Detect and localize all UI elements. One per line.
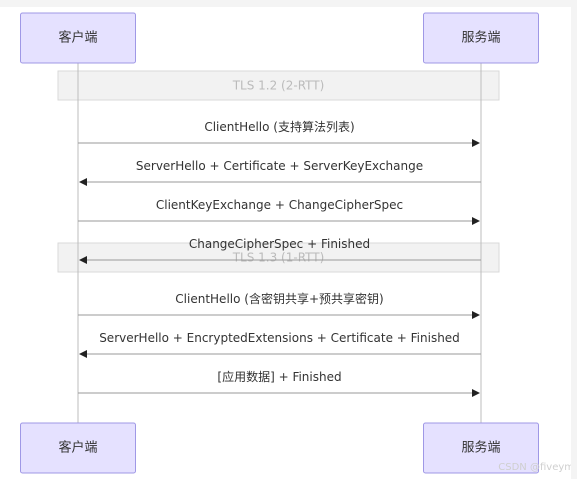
message-arrowhead [472, 311, 480, 319]
phase-label-1: TLS 1.2 (2-RTT) [232, 79, 325, 93]
client-actor-top [20, 12, 136, 64]
server-actor-top [423, 12, 539, 64]
message-arrowhead [79, 178, 87, 186]
message-label: ChangeCipherSpec + Finished [189, 237, 370, 251]
phase-box-1 [57, 70, 500, 101]
phase-box-2 [57, 242, 500, 273]
right-border-strip [571, 0, 577, 479]
client-actor-label-top: 客户端 [58, 30, 97, 46]
client-actor-bottom [20, 422, 136, 474]
message-arrowhead [472, 389, 480, 397]
top-border-strip [0, 0, 577, 7]
message-label: ClientKeyExchange + ChangeCipherSpec [156, 198, 403, 212]
server-actor-label-bottom: 服务端 [461, 440, 500, 456]
message-label: ServerHello + Certificate + ServerKeyExc… [136, 159, 423, 173]
client-actor-label-bottom: 客户端 [58, 440, 97, 456]
phase-label-2: TLS 1.3 (1-RTT) [232, 251, 325, 265]
message-arrowhead [472, 217, 480, 225]
message-label: ClientHello (含密钥共享+预共享密钥) [175, 291, 383, 306]
message-label: ClientHello (支持算法列表) [204, 119, 354, 134]
server-actor-bottom [423, 422, 539, 474]
message-arrowhead [472, 139, 480, 147]
watermark: CSDN @fiveym [498, 462, 571, 473]
server-actor-label-top: 服务端 [461, 30, 500, 46]
message-label: [应用数据] + Finished [217, 369, 341, 384]
message-arrowhead [79, 350, 87, 358]
message-arrowhead [79, 256, 87, 264]
message-label: ServerHello + EncryptedExtensions + Cert… [99, 331, 460, 345]
